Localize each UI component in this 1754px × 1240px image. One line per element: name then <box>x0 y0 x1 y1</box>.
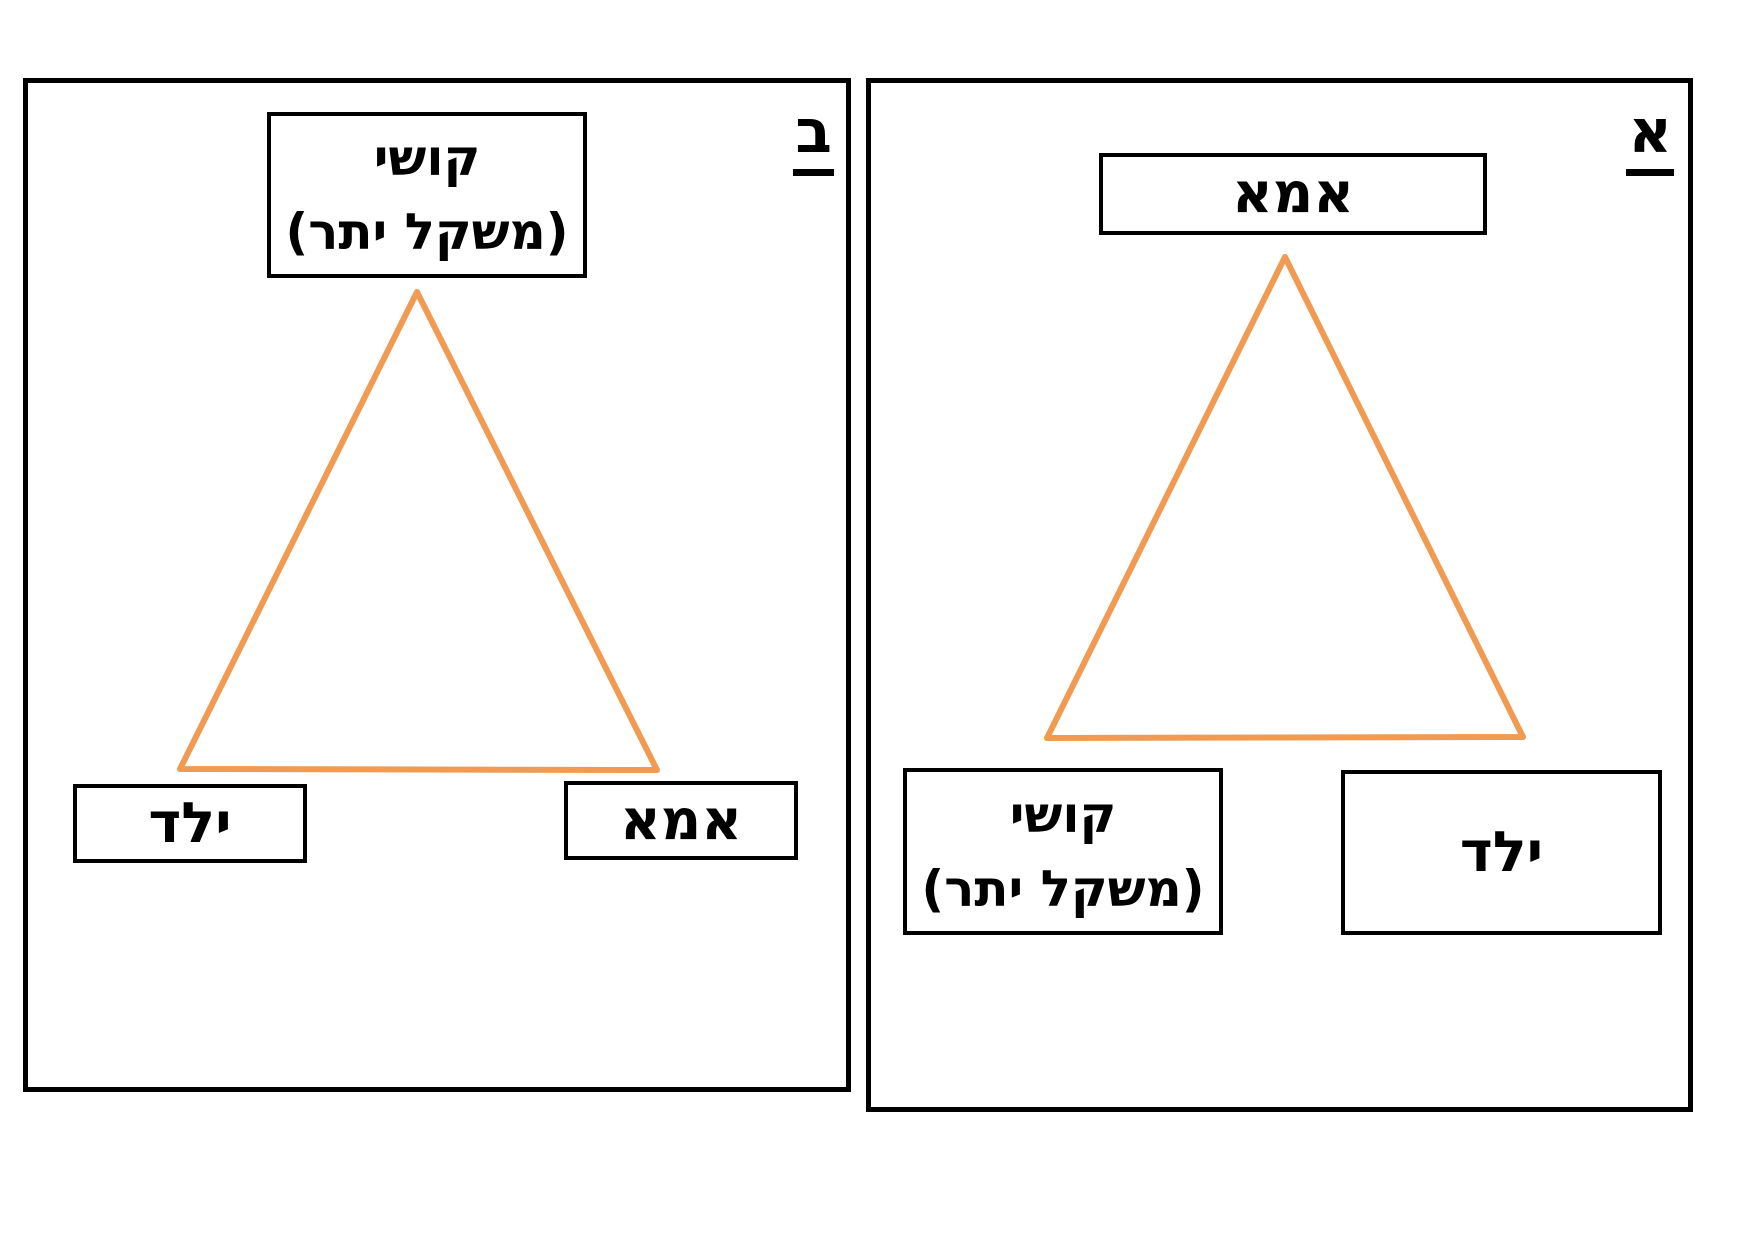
triangle-shape <box>177 289 660 773</box>
node-box-line: ילד <box>1459 819 1544 885</box>
panel-a-label: א <box>1626 97 1674 176</box>
panel-b: ב קושי (משקל יתר) ילד אמא <box>23 78 851 1092</box>
panel-b-label: ב <box>793 97 834 176</box>
node-box-line: ילד <box>148 790 232 856</box>
node-box-difficulty: קושי (משקל יתר) <box>903 768 1223 935</box>
node-box-line: (משקל יתר) <box>285 203 569 261</box>
node-box-child: ילד <box>1341 770 1662 935</box>
node-box-line: (משקל יתר) <box>921 859 1205 918</box>
node-box-line: קושי <box>1009 785 1117 844</box>
panel-a: א אמא קושי (משקל יתר) ילד <box>866 78 1693 1112</box>
node-box-child: ילד <box>73 784 307 863</box>
node-box-mom: אמא <box>564 781 798 860</box>
triangle-shape <box>1044 254 1526 741</box>
node-box-mom: אמא <box>1099 153 1487 235</box>
node-box-line: אמא <box>619 787 743 853</box>
node-box-difficulty: קושי (משקל יתר) <box>267 112 587 278</box>
node-box-line: קושי <box>373 129 481 187</box>
node-box-line: אמא <box>1231 161 1355 226</box>
